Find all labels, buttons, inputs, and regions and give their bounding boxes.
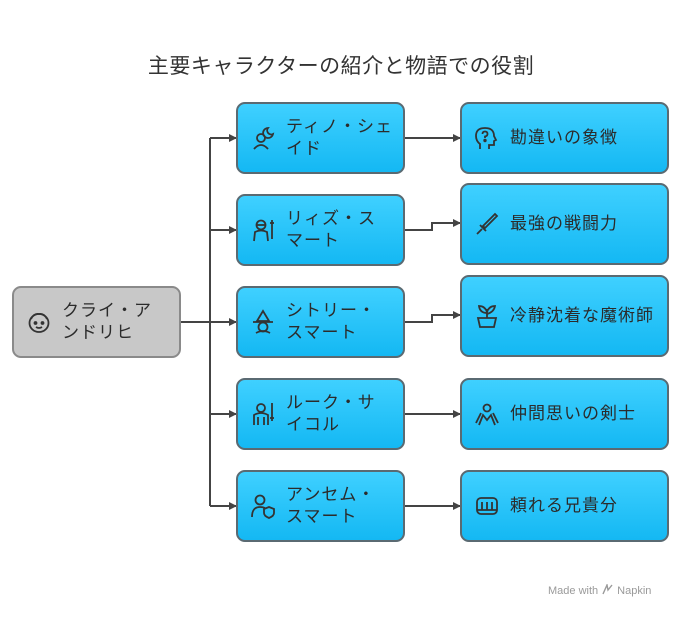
footer-text: Made with [548, 585, 599, 597]
diagram-title: 主要キャラクターの紹介と物語での役割 [147, 54, 535, 78]
character-name: ルーク・サイコル [286, 393, 376, 435]
warrior-icon [250, 217, 276, 243]
character-node-tino[interactable]: ティノ・シェイド [236, 102, 405, 174]
role-label: 勘違いの象徴 [510, 128, 618, 148]
plant-pot-icon [474, 303, 500, 329]
hand-icon [474, 493, 500, 519]
role-node-1[interactable]: 勘違いの象徴 [460, 102, 669, 174]
person-shield-icon [250, 493, 276, 519]
role-label: 冷静沈着な魔術師 [510, 306, 654, 326]
character-name: アンセム・スマート [286, 485, 376, 527]
face-icon [26, 309, 52, 335]
knight-icon [250, 401, 276, 427]
role-label: 頼れる兄貴分 [510, 496, 618, 516]
character-name: シトリー・スマート [286, 301, 376, 343]
character-node-sitri[interactable]: シトリー・スマート [236, 286, 405, 358]
footer-brand: Napkin [617, 585, 652, 597]
character-node-ansem[interactable]: アンセム・スマート [236, 470, 405, 542]
role-label: 仲間思いの剣士 [510, 404, 636, 424]
root-node[interactable]: クライ・アンドリヒ [12, 286, 181, 358]
group-icon [474, 401, 500, 427]
made-with-napkin[interactable]: Made with Napkin [548, 582, 652, 598]
root-label: クライ・アンドリヒ [62, 301, 152, 343]
role-node-2[interactable]: 最強の戦闘力 [460, 183, 669, 265]
napkin-logo-icon [602, 582, 613, 598]
character-name: ティノ・シェイド [286, 117, 393, 159]
role-link-2 [405, 219, 461, 231]
role-node-3[interactable]: 冷静沈着な魔術師 [460, 275, 669, 357]
character-name: リィズ・スマート [286, 209, 376, 251]
sword-icon [474, 211, 500, 237]
moon-person-icon [250, 125, 276, 151]
role-node-4[interactable]: 仲間思いの剣士 [460, 378, 669, 450]
role-link-3 [405, 311, 461, 323]
witch-icon [250, 309, 276, 335]
role-node-5[interactable]: 頼れる兄貴分 [460, 470, 669, 542]
question-brain-icon [474, 125, 500, 151]
role-label: 最強の戦闘力 [510, 214, 618, 234]
character-node-luke[interactable]: ルーク・サイコル [236, 378, 405, 450]
character-node-liz[interactable]: リィズ・スマート [236, 194, 405, 266]
